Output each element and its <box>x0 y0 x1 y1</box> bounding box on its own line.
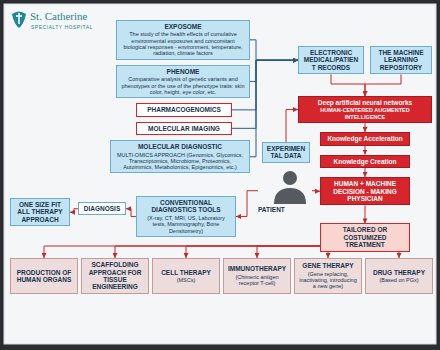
slide-panel <box>4 4 436 344</box>
node-title: TAILORED OR COSTUMIZED TREATMENT <box>324 226 406 248</box>
connector-arrow <box>365 205 366 223</box>
process-box: Knowledge Acceleration <box>320 132 410 145</box>
node-body: The study of the health effects of cumul… <box>120 31 246 56</box>
node-title: EXPOSOME <box>120 23 246 30</box>
node-title: SCAFFOLDING APPROACH FOR TISSUE ENGINEER… <box>85 261 145 291</box>
connector-arrow <box>44 246 365 258</box>
node-title: HUMAN + MACHINE DECISION - MAKING PHYSIC… <box>324 180 406 202</box>
data-store-box: THE MACHINE LEARNING REPOSITORY <box>370 46 432 74</box>
data-store-box: ELECTRONIC MEDICAL/PATIENT RECORDS <box>298 46 364 74</box>
node-body: (X-ray, CT, MRI, US, Laboratory tests, M… <box>140 215 232 234</box>
node-body: Comparative analysis of genetic variants… <box>120 76 246 95</box>
node-title: Knowledge Creation <box>324 158 406 165</box>
logo-name: St. Catherine <box>30 10 87 22</box>
logo-subtitle: SPECIALTY HOSPITAL <box>31 24 93 30</box>
data-box: EXPERIMENTAL DATA <box>262 142 310 163</box>
logo-icon <box>12 12 26 29</box>
node-title: CONVENTIONAL DIAGNOSTICS TOOLS <box>140 199 232 214</box>
node-title: DRUG THERAPY <box>369 269 429 276</box>
patient-head <box>283 171 297 185</box>
node-title: Knowledge Acceleration <box>324 135 406 142</box>
connector-arrow <box>331 74 365 96</box>
node-title: Deep artificial neural networks <box>302 99 428 106</box>
decision-box: HUMAN + MACHINE DECISION - MAKING PHYSIC… <box>320 177 410 205</box>
connector-arrow <box>126 209 136 217</box>
process-box: DIAGNOSIS <box>78 202 126 215</box>
node-title: PRODUCTION OF HUMAN ORGANS <box>14 269 74 284</box>
therapy-box: PRODUCTION OF HUMAN ORGANS <box>10 258 78 294</box>
patient-body <box>274 188 306 204</box>
connector-arrow <box>365 146 366 155</box>
patient-node: PATIENT <box>258 168 312 213</box>
source-box: PHARMACOGENOMICS <box>136 103 232 116</box>
therapy-box: SCAFFOLDING APPROACH FOR TISSUE ENGINEER… <box>81 258 149 294</box>
therapy-box: GENE THERAPY (Gene replacing, inactivatin… <box>294 258 362 294</box>
node-body: MULTI-OMICS APPROACH (Genomics, Glycomic… <box>114 152 246 171</box>
node-title: IMMUNOTHERAPY <box>227 265 287 272</box>
connector-arrow <box>312 190 320 192</box>
node-title: ONE SIZE FIT ALL THERAPY APPROACH <box>14 201 66 223</box>
node-title: PHENOME <box>120 68 246 75</box>
source-box: PHENOMEComparative analysis of genetic v… <box>116 65 250 98</box>
connector-arrow <box>365 74 401 96</box>
source-box: MOLECULAR DIAGNOSTIC MULTI-OMICS APPROACH… <box>110 140 250 173</box>
outcome-box: TAILORED OR COSTUMIZED TREATMENT <box>320 223 410 251</box>
logo-shield <box>12 12 26 29</box>
node-body: (Chimeric antigen receptor T-cell) <box>227 274 287 287</box>
node-title: PHARMACOGENOMICS <box>140 106 228 113</box>
node-body: (Gene replacing, inactivating, introduci… <box>298 271 358 290</box>
ai-box: Deep artificial neural networksHUMAN-CEN… <box>298 96 432 123</box>
therapy-box: DRUG THERAPY(Based on PGx) <box>365 258 433 294</box>
node-title: MOLECULAR IMAGING <box>140 125 228 132</box>
source-box: MOLECULAR IMAGING <box>136 122 232 135</box>
outcome-box: ONE SIZE FIT ALL THERAPY APPROACH <box>10 198 70 226</box>
process-box: CONVENTIONAL DIAGNOSTICS TOOLS(X-ray, CT… <box>136 196 236 237</box>
node-title: PATIENT <box>258 206 312 213</box>
node-title: EXPERIMENTAL DATA <box>266 145 306 160</box>
therapy-box: CELL THERAPY(MSCs) <box>152 258 220 294</box>
connector-arrow <box>365 168 366 177</box>
process-box: Knowledge Creation <box>320 155 410 168</box>
node-title: MOLECULAR DIAGNOSTIC <box>114 143 246 150</box>
connector-arrow <box>365 123 366 132</box>
therapy-box: IMMUNOTHERAPY (Chimeric antigen receptor … <box>223 258 291 294</box>
node-title: THE MACHINE LEARNING REPOSITORY <box>374 49 428 71</box>
connector-arrow <box>236 191 258 217</box>
source-box: EXPOSOMEThe study of the health effects … <box>116 20 250 60</box>
connector-arrow <box>250 40 298 60</box>
node-title: DIAGNOSIS <box>82 205 122 212</box>
connector-arrow <box>286 110 298 142</box>
connector-arrow <box>250 60 298 81</box>
patient-silhouette <box>274 171 306 204</box>
node-body: (Based on PGx) <box>369 277 429 283</box>
node-body: HUMAN-CENTERED AUGMENTED INTELLIGENCE <box>302 107 428 120</box>
node-title: GENE THERAPY <box>298 262 358 269</box>
logo-cross <box>16 13 22 24</box>
node-title: ELECTRONIC MEDICAL/PATIENT RECORDS <box>302 49 360 71</box>
node-body: (MSCs) <box>156 277 216 283</box>
connector-arrow <box>70 209 78 212</box>
node-title: CELL THERAPY <box>156 269 216 276</box>
